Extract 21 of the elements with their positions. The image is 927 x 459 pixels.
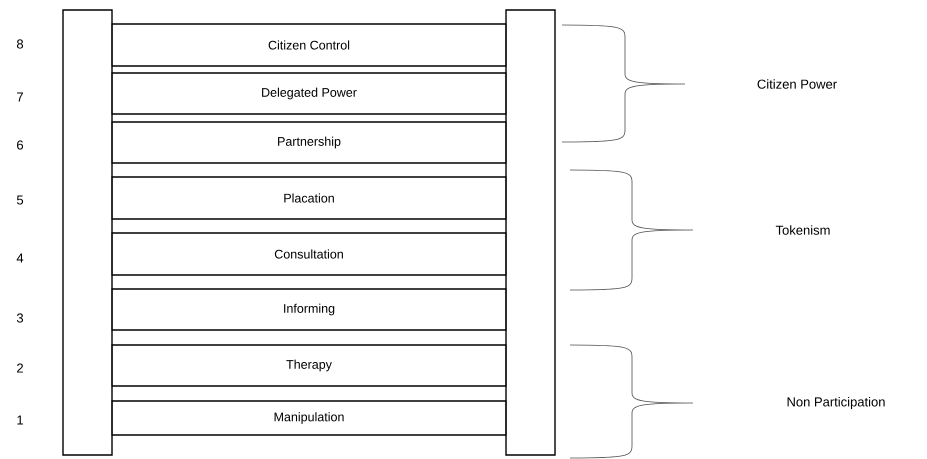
ladder-rung: Therapy bbox=[111, 344, 507, 387]
step-number: 8 bbox=[16, 39, 24, 49]
ladder-rung: Delegated Power bbox=[111, 72, 507, 115]
ladder-rail bbox=[505, 9, 556, 456]
ladder-rung: Partnership bbox=[111, 121, 507, 164]
ladder-rung: Placation bbox=[111, 176, 507, 220]
ladder-rung: Citizen Control bbox=[111, 23, 507, 67]
ladder-rung: Informing bbox=[111, 288, 507, 331]
step-number: 5 bbox=[16, 195, 24, 205]
ladder-rail bbox=[62, 9, 113, 456]
step-number: 2 bbox=[17, 363, 23, 373]
group-label: Citizen Power bbox=[758, 79, 837, 89]
step-number: 4 bbox=[16, 254, 24, 262]
step-number: 3 bbox=[16, 313, 24, 323]
ladder-rung: Manipulation bbox=[111, 400, 507, 436]
group-label: Tokenism bbox=[776, 225, 830, 235]
step-number: 7 bbox=[17, 92, 23, 102]
step-number: 6 bbox=[17, 140, 24, 150]
ladder-rung: Consultation bbox=[111, 232, 507, 276]
group-label: Non Participation bbox=[788, 396, 885, 410]
step-number: 1 bbox=[17, 416, 23, 424]
